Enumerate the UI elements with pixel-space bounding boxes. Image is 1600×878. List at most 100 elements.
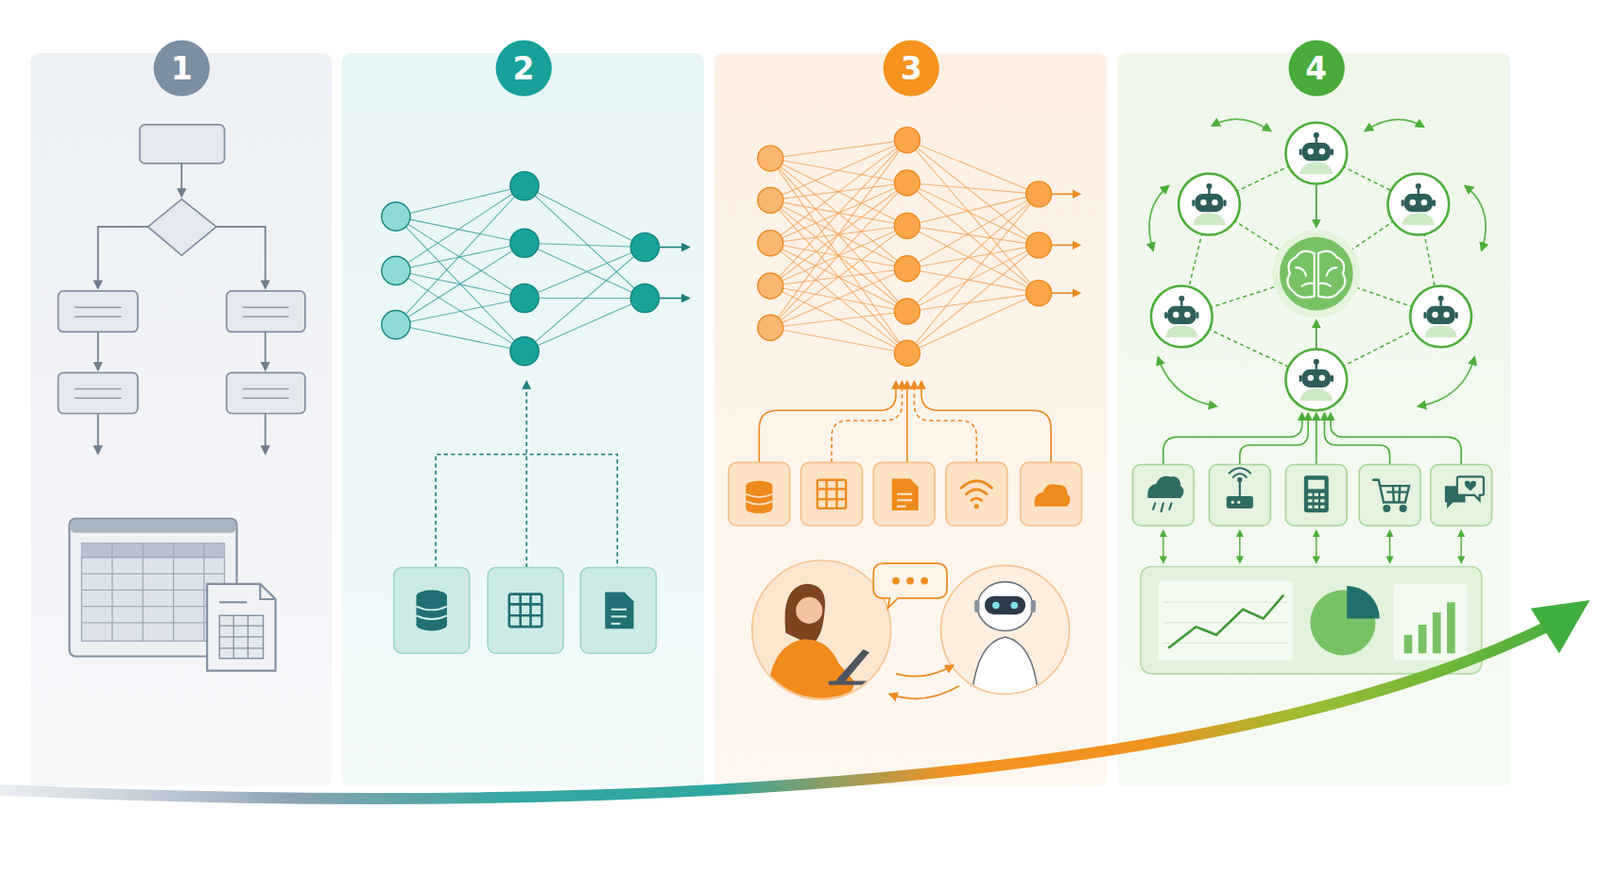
- output-arrow: [1051, 292, 1081, 294]
- ai-agent: [1401, 183, 1436, 225]
- network-neuron: [381, 309, 411, 339]
- cycle-arrow: [1149, 186, 1169, 251]
- rule-flowchart: [58, 124, 306, 454]
- step-number: 1: [153, 39, 210, 97]
- data-source-box: [1208, 464, 1271, 526]
- network-neuron: [894, 298, 920, 325]
- wifi-icon: [961, 481, 992, 510]
- weather-icon: [1161, 503, 1164, 513]
- data-feed-line: [1239, 413, 1308, 465]
- router-icon: [1237, 500, 1240, 504]
- pos-terminal-icon: [1320, 498, 1325, 502]
- rule-flowchart: [97, 331, 100, 370]
- step-number-text: 3: [900, 52, 923, 85]
- interaction-arrow: [895, 665, 953, 677]
- output-arrow: [658, 246, 689, 249]
- wifi-icon: [961, 481, 992, 489]
- dashboard-panel: [1446, 602, 1456, 654]
- data-feed-line: [921, 381, 1051, 463]
- robot-circle: [984, 596, 1026, 615]
- spreadsheet-icon: [81, 605, 224, 607]
- pos-terminal-icon: [1307, 493, 1312, 497]
- document-icon: [219, 636, 263, 637]
- output-arrow: [658, 247, 689, 299]
- output-arrow: [658, 297, 689, 300]
- cycle-arrow: [1365, 119, 1425, 131]
- cycle-arrow: [1418, 357, 1475, 407]
- document-icon: [219, 647, 263, 649]
- ai-agent: [1299, 359, 1334, 401]
- cart-icon: [1372, 480, 1410, 503]
- router-icon: [1231, 500, 1235, 504]
- data-source-box: [1132, 464, 1194, 526]
- network-weight: [395, 186, 645, 352]
- router-icon: [1237, 477, 1242, 482]
- weather-icon: [1152, 503, 1155, 510]
- sync-arrow: [1162, 531, 1164, 563]
- file-icon: [604, 591, 634, 629]
- table-icon: [817, 498, 846, 500]
- file-icon: [611, 609, 627, 624]
- robot-circle: [971, 636, 1039, 705]
- ai-agent: [1387, 173, 1449, 236]
- ai-agent: [1151, 286, 1213, 348]
- table-icon: [509, 614, 543, 618]
- rule-flowchart: [74, 306, 122, 309]
- network-neuron: [510, 337, 539, 366]
- network-weight: [770, 268, 908, 328]
- network-neuron: [757, 314, 784, 341]
- network-weight: [395, 242, 525, 271]
- network-weight: [907, 225, 1039, 293]
- cycle-arrow: [1464, 186, 1486, 251]
- step-number-text: 1: [171, 52, 193, 85]
- brain-hub: [1272, 229, 1360, 318]
- progress-arrow: [0, 600, 1590, 799]
- database-icon: [416, 589, 448, 603]
- network-weight: [770, 158, 908, 312]
- network-neuron: [894, 340, 920, 366]
- deep-neural-network: [757, 127, 1081, 367]
- network-weight: [907, 139, 1039, 293]
- network-weight: [907, 193, 1039, 353]
- network-weight: [907, 193, 1039, 269]
- robot-circle: [992, 602, 1000, 610]
- document-icon: [206, 584, 276, 671]
- network-weight: [907, 139, 1039, 194]
- pos-terminal-icon: [1307, 480, 1325, 490]
- network-neuron: [1026, 181, 1052, 307]
- network-weight: [907, 292, 1039, 354]
- network-weight: [907, 268, 1039, 293]
- network-neuron: [757, 230, 784, 257]
- data-feed-line: [1324, 413, 1390, 465]
- data-feed-line: [1163, 413, 1462, 465]
- data-source-box: [801, 462, 863, 526]
- network-weight: [395, 216, 525, 352]
- robot-circle: [971, 582, 1039, 706]
- dashboard-panel: [1418, 624, 1428, 654]
- robot-circle: [1031, 600, 1036, 613]
- database-icon: [416, 606, 448, 620]
- rule-flowchart: [97, 413, 100, 454]
- rule-flowchart: [242, 397, 290, 400]
- brain-hub: [1279, 237, 1354, 311]
- progress-arrow: [1531, 600, 1591, 654]
- ai-agent: [1178, 173, 1240, 236]
- data-feed-line: [435, 381, 618, 568]
- network-weight: [524, 242, 645, 247]
- network-neuron: [757, 273, 784, 299]
- brain-hub: [1272, 229, 1360, 318]
- file-icon: [896, 505, 907, 508]
- database-icon: [745, 481, 773, 492]
- document-icon: [219, 615, 263, 658]
- stage-panel: [30, 52, 1511, 786]
- network-weight: [770, 139, 1039, 354]
- data-source-box: [580, 567, 656, 654]
- network-weight: [907, 193, 1039, 311]
- robot-circle: [977, 582, 1033, 632]
- dashboard-panel: [1163, 602, 1289, 603]
- network-neuron: [894, 127, 920, 367]
- weather-icon: [1147, 476, 1184, 499]
- network-neuron: [630, 232, 659, 312]
- network-neuron: [1026, 280, 1052, 307]
